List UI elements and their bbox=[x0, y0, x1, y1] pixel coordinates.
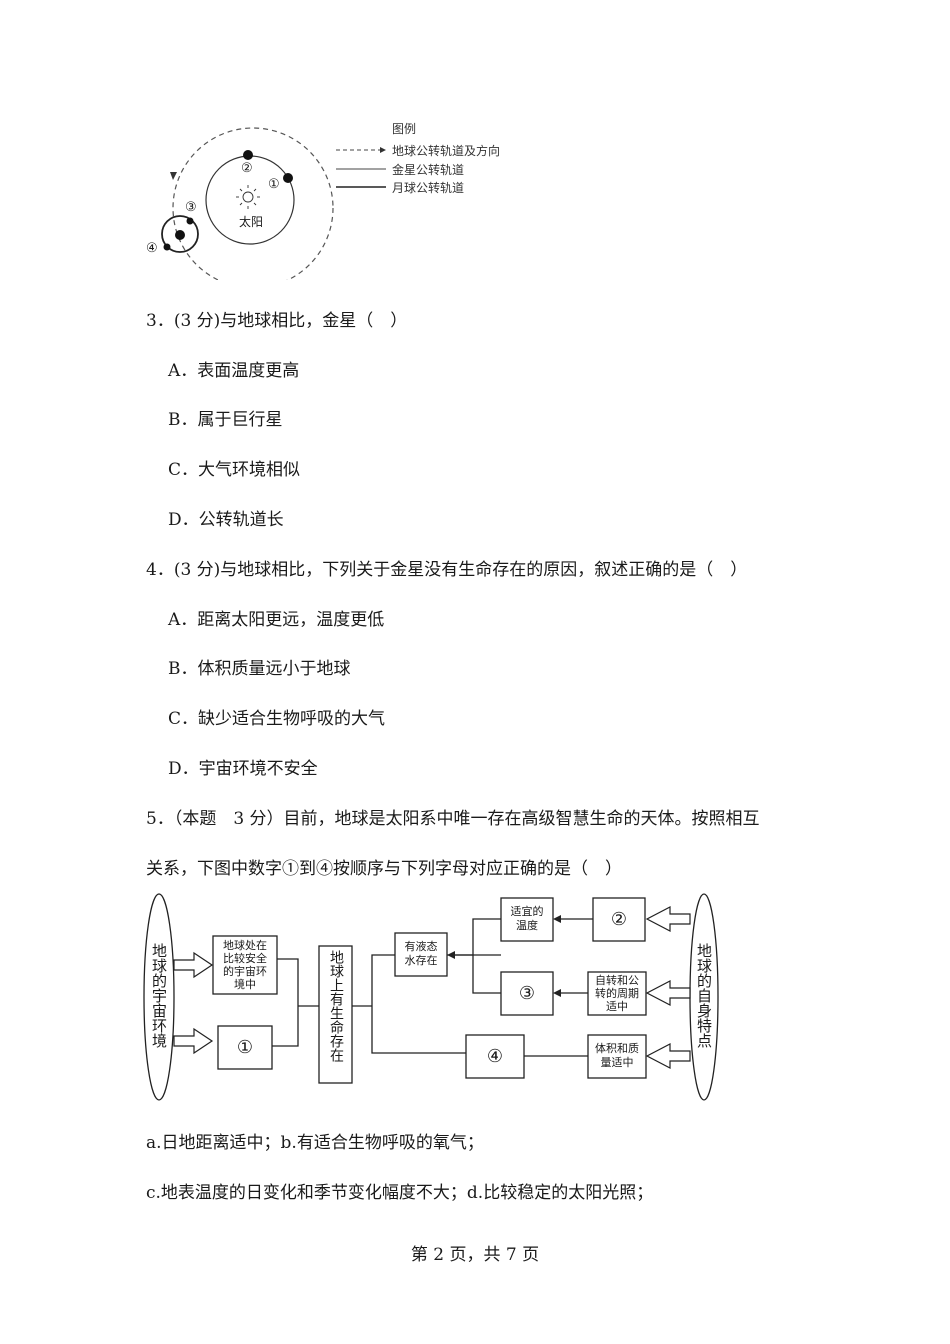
sun-icon bbox=[236, 185, 260, 209]
venus-pos-1 bbox=[283, 173, 293, 183]
volume-mass-box: 体积和质 量适中 bbox=[588, 1042, 646, 1070]
page-footer: 第 2 页，共 7 页 bbox=[410, 1245, 540, 1265]
q4-stem: 4．(3 分)与地球相比，下列关于金星没有生命存在的原因，叙述正确的是（ ） bbox=[146, 560, 748, 580]
marker-1: ① bbox=[268, 177, 280, 192]
legend-title: 图例 bbox=[392, 122, 417, 136]
legend-venus-orbit: 金星公转轨道 bbox=[392, 163, 465, 177]
life-conditions-diagram: 地球的宇宙环境 地球的自身特点 地球处在 比较安全 的宇宙环 境中 ① 地球上有… bbox=[140, 888, 730, 1108]
q4-option-d[interactable]: D．宇宙环境不安全 bbox=[168, 759, 318, 779]
rotation-line3: 适中 bbox=[606, 1000, 628, 1013]
earth-own-features-label: 地球的自身特点 bbox=[695, 943, 713, 1048]
earth-body bbox=[175, 230, 185, 240]
q4-option-a[interactable]: A．距离太阳更远，温度更低 bbox=[168, 610, 385, 630]
moon-pos-4 bbox=[163, 243, 171, 251]
number-3: ③ bbox=[518, 983, 536, 1004]
venus-pos-2 bbox=[243, 150, 253, 160]
q5-stem-line2: 关系，下图中数字①到④按顺序与下列字母对应正确的是（ ） bbox=[146, 859, 622, 879]
safe-env-line1: 地球处在 bbox=[223, 939, 267, 952]
marker-3: ③ bbox=[185, 200, 197, 215]
q3-option-b[interactable]: B．属于巨行星 bbox=[168, 410, 283, 430]
safe-env-line4: 境中 bbox=[234, 978, 256, 991]
safe-env-line3: 的宇宙环 bbox=[223, 965, 267, 978]
legend-earth-orbit: 地球公转轨道及方向 bbox=[392, 144, 501, 158]
sun-label: 太阳 bbox=[239, 215, 264, 229]
orbit-diagram-svg bbox=[161, 127, 334, 289]
suitable-temp-box: 适宜的 温度 bbox=[501, 905, 553, 933]
liquid-water-box: 有液态 水存在 bbox=[395, 940, 447, 968]
q4-option-b[interactable]: B．体积质量远小于地球 bbox=[168, 659, 351, 679]
q3-option-d[interactable]: D．公转轨道长 bbox=[168, 510, 284, 530]
number-2: ② bbox=[610, 909, 628, 930]
hollow-arrows-right bbox=[645, 906, 691, 1069]
moon-pos-3 bbox=[186, 217, 194, 225]
volume-mass-line2: 量适中 bbox=[600, 1056, 634, 1069]
orbit-direction-arrow-icon bbox=[170, 172, 177, 180]
q4-option-c[interactable]: C．缺少适合生物呼吸的大气 bbox=[168, 709, 386, 729]
legend-arrow-icon bbox=[380, 147, 386, 153]
temp-line1: 适宜的 bbox=[510, 905, 544, 918]
liquid-water-line2: 水存在 bbox=[404, 954, 438, 967]
orbit-figure: 太阳 ② ① ③ ④ 图例 地球公转轨道及方向 金星公转轨道 月球公转轨道 bbox=[140, 100, 540, 289]
legend-moon-orbit: 月球公转轨道 bbox=[392, 181, 465, 195]
q3-option-a[interactable]: A．表面温度更高 bbox=[168, 361, 300, 381]
q5-choices-line1: a.日地距离适中；b.有适合生物呼吸的氧气； bbox=[146, 1133, 484, 1153]
rotation-period-box: 自转和公 转的周期 适中 bbox=[588, 974, 646, 1013]
arrowheads bbox=[447, 915, 561, 997]
diagram-svg bbox=[143, 893, 719, 1101]
marker-4: ④ bbox=[146, 241, 158, 256]
earth-orbit bbox=[172, 127, 334, 289]
rotation-line2: 转的周期 bbox=[595, 987, 639, 1000]
volume-mass-line1: 体积和质 bbox=[595, 1042, 639, 1055]
number-4: ④ bbox=[486, 1046, 504, 1067]
marker-2: ② bbox=[241, 161, 253, 176]
q3-option-c[interactable]: C．大气环境相似 bbox=[168, 460, 301, 480]
number-1: ① bbox=[236, 1037, 254, 1058]
hollow-arrows-left bbox=[173, 951, 214, 1055]
legend-lines bbox=[336, 147, 386, 188]
temp-line2: 温度 bbox=[516, 919, 538, 932]
moon-orbit bbox=[161, 215, 199, 253]
rotation-line1: 自转和公 bbox=[595, 974, 639, 987]
life-exists-center: 地球上有生命存在 bbox=[328, 950, 344, 1062]
q5-stem-line1: 5．（本题 3 分）目前，地球是太阳系中唯一存在高级智慧生命的天体。按照相互 bbox=[146, 809, 760, 829]
liquid-water-line1: 有液态 bbox=[404, 940, 438, 953]
safe-env-line2: 比较安全 bbox=[223, 952, 267, 965]
safe-environment-box: 地球处在 比较安全 的宇宙环 境中 bbox=[214, 939, 276, 991]
q5-choices-line2: c.地表温度的日变化和季节变化幅度不大；d.比较稳定的太阳光照； bbox=[146, 1183, 654, 1203]
q3-stem: 3．(3 分)与地球相比，金星（ ） bbox=[146, 311, 408, 331]
cosmic-environment-label: 地球的宇宙环境 bbox=[150, 943, 168, 1048]
